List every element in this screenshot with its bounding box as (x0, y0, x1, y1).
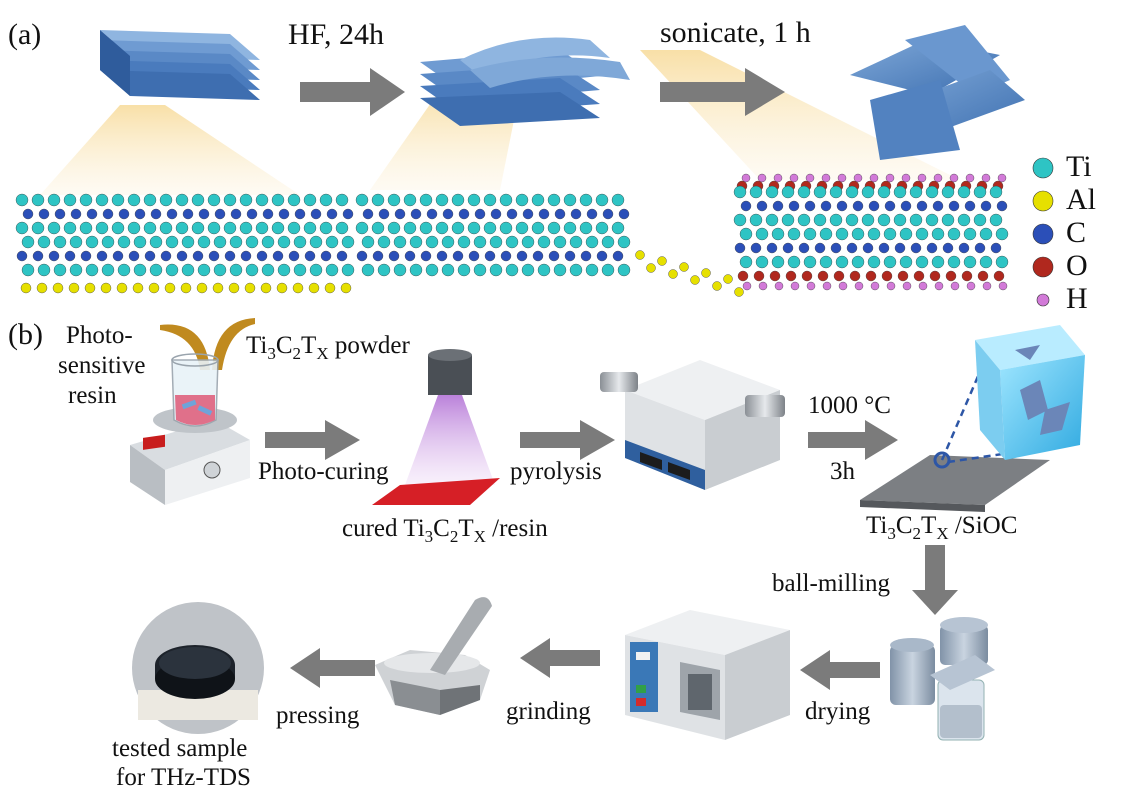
sample-label-line1: tested sample (112, 735, 248, 762)
legend-ball-o (1032, 256, 1054, 278)
legend-label-o: O (1066, 249, 1088, 282)
resin-label-line3: resin (68, 382, 117, 409)
drying-oven (625, 610, 790, 740)
delaminated-flakes (850, 25, 1025, 160)
ball-milling-label: ball-milling (772, 570, 891, 597)
crystal-lattices (15, 173, 1009, 297)
panel-b-label: (b) (8, 318, 43, 351)
grinding-label: grinding (506, 698, 591, 725)
tested-sample-photo (132, 602, 264, 734)
legend-ball-ti (1032, 157, 1054, 179)
legend-label-h: H (1066, 282, 1088, 315)
photo-curing-setup (372, 349, 500, 505)
etched-stack (420, 37, 630, 126)
siox-composite-plate (860, 325, 1085, 512)
element-legend (1032, 157, 1054, 307)
photo-curing-label: Photo-curing (258, 458, 389, 485)
powder-label: Ti3C2TX powder (246, 332, 410, 363)
cured-resin-label: cured Ti3C2TX /resin (342, 515, 548, 546)
process-arrows (265, 68, 958, 690)
step-hf-etching: HF, 24h (288, 18, 384, 51)
temperature-label: 1000 °C (808, 392, 891, 419)
legend-ball-al (1032, 190, 1054, 212)
sample-label-line2: for THz-TDS (116, 764, 251, 791)
composite-label: Ti3C2TX /SiOC (866, 512, 1018, 543)
pyrolysis-label: pyrolysis (510, 458, 602, 485)
pressing-label: pressing (276, 702, 360, 729)
legend-label-al: Al (1066, 183, 1096, 216)
pouring-arrows (160, 318, 255, 370)
legend-ball-c (1032, 223, 1054, 245)
legend-label-c: C (1066, 216, 1087, 249)
max-phase-stack (100, 30, 260, 100)
step-sonicate: sonicate, 1 h (660, 16, 811, 49)
panel-a-label: (a) (8, 18, 42, 51)
stirrer-with-beaker (130, 353, 250, 505)
duration-label: 3h (830, 458, 855, 485)
tube-furnace (600, 360, 785, 490)
legend-ball-h (1036, 293, 1050, 307)
mortar-and-pestle (375, 597, 492, 715)
ball-mill-jars (890, 617, 995, 741)
resin-label-line1: Photo- (66, 322, 133, 349)
resin-label-line2: sensitive (58, 352, 146, 379)
drying-label: drying (805, 698, 871, 725)
legend-label-ti: Ti (1066, 150, 1092, 183)
